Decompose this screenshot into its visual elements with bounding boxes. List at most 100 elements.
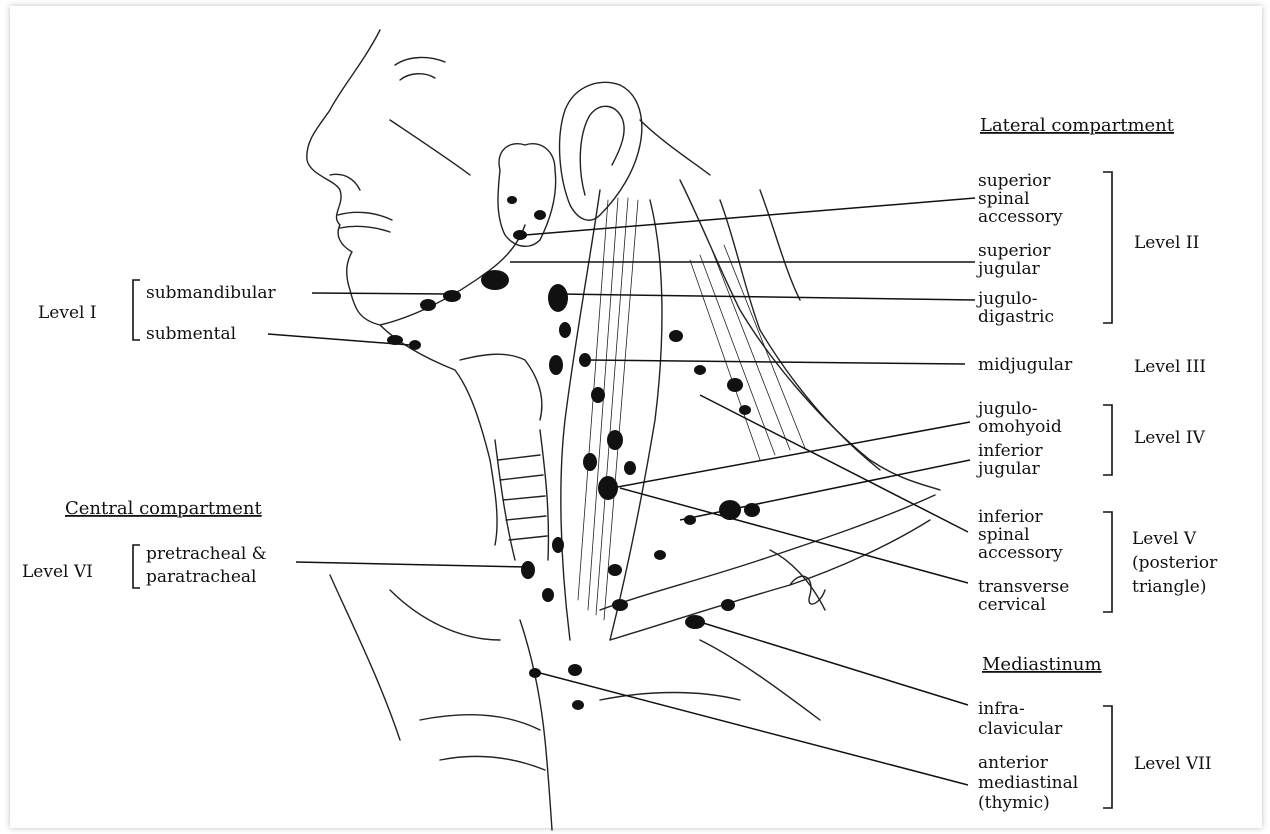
leader-pretracheal	[296, 562, 528, 567]
trapezius-inner	[720, 200, 880, 470]
cheek-line	[390, 120, 470, 175]
lymph-node	[542, 588, 554, 602]
lymph-node	[529, 668, 541, 678]
lymph-node	[443, 290, 461, 302]
bracket-level-i	[133, 280, 140, 340]
trapezius	[680, 180, 940, 490]
artist-signature	[790, 576, 825, 604]
label-anterior-mediastinal-2: mediastinal	[978, 773, 1078, 793]
trachea-rings	[498, 455, 547, 540]
lips	[338, 212, 392, 232]
lymph-node	[513, 230, 527, 240]
clavicle	[600, 495, 935, 610]
larynx	[460, 354, 542, 420]
label-paratracheal: paratracheal	[146, 567, 256, 587]
label-juguloomohyoid-1: jugulo-	[976, 399, 1037, 419]
chest-outline	[330, 575, 400, 740]
scalene-fibers	[690, 245, 805, 460]
label-infraclavicular-1: infra-	[978, 699, 1025, 719]
lymph-node	[521, 561, 535, 579]
label-infraclavicular-2: clavicular	[978, 719, 1063, 739]
label-jugulodigastric-2: digastric	[978, 307, 1054, 327]
label-transverse-cervical-1: transverse	[978, 577, 1069, 597]
level-v-label: Level V	[1132, 529, 1197, 549]
heading-mediastinum: Mediastinum	[982, 654, 1102, 675]
leader-transverse-cervical	[620, 488, 968, 583]
label-submandibular: submandibular	[146, 283, 276, 303]
label-jugulodigastric-1: jugulo-	[976, 289, 1037, 309]
lymph-node	[420, 299, 436, 311]
label-superior-spinal-accessory-2: spinal	[978, 189, 1030, 209]
lymph-node	[572, 700, 584, 710]
bracket-level-vii	[1103, 706, 1112, 808]
body-right	[700, 640, 820, 720]
lymph-node	[654, 550, 666, 560]
neck-illustration	[307, 30, 940, 830]
label-anterior-mediastinal-3: (thymic)	[978, 793, 1050, 813]
label-inferior-jugular-1: inferior	[978, 441, 1044, 461]
level-vii-label: Level VII	[1134, 754, 1212, 774]
leader-anterior-mediastinal	[540, 673, 968, 785]
level-v-label-line3: triangle)	[1132, 577, 1207, 597]
leader-juguloomohyoid	[612, 422, 970, 488]
level-iii-label: Level III	[1134, 357, 1206, 377]
lymph-node	[583, 453, 597, 471]
label-superior-spinal-accessory-3: accessory	[978, 207, 1063, 227]
lymph-node	[559, 322, 571, 338]
label-juguloomohyoid-2: omohyoid	[978, 417, 1062, 437]
lymph-node	[612, 599, 628, 611]
lymph-node	[721, 599, 735, 611]
label-inferior-spinal-accessory-2: spinal	[978, 525, 1030, 545]
bracket-level-iv	[1103, 405, 1112, 475]
label-superior-spinal-accessory-1: superior	[978, 171, 1051, 191]
shoulder	[770, 550, 825, 610]
level-vi-label: Level VI	[22, 562, 93, 582]
ear	[560, 82, 642, 220]
lymph-node	[552, 537, 564, 553]
head-back	[640, 120, 710, 175]
lymph-node	[608, 564, 622, 576]
level-ii-label: Level II	[1134, 233, 1199, 253]
bracket-level-v	[1103, 512, 1112, 612]
heading-lateral-compartment: Lateral compartment	[980, 115, 1175, 136]
level-iv-label: Level IV	[1134, 428, 1206, 448]
lymph-node	[607, 430, 623, 450]
lymph-node	[409, 340, 421, 350]
bracket-level-ii	[1103, 172, 1112, 323]
lymph-node	[568, 664, 582, 676]
label-inferior-jugular-2: jugular	[976, 459, 1041, 479]
lymph-node	[727, 378, 743, 392]
labels: Lateral compartment Central compartment …	[22, 115, 1218, 813]
lymph-node	[481, 270, 509, 290]
leader-superior-spinal-accessory	[525, 198, 975, 235]
lymph-node	[739, 405, 751, 415]
label-submental: submental	[146, 324, 236, 344]
parotid-gland	[498, 144, 556, 247]
chest-left	[390, 590, 500, 640]
label-midjugular: midjugular	[978, 355, 1073, 375]
label-anterior-mediastinal-1: anterior	[978, 753, 1049, 773]
face-profile	[307, 30, 380, 325]
trachea-right	[540, 430, 548, 560]
lymph-node	[507, 196, 517, 204]
eye	[400, 74, 435, 80]
label-superior-jugular-1: superior	[978, 241, 1051, 261]
level-i-label: Level I	[38, 303, 97, 323]
lymph-node	[548, 284, 568, 312]
neck-front	[380, 325, 497, 545]
leader-jugulodigastric	[560, 294, 975, 300]
lymph-node	[624, 461, 636, 475]
lymph-node	[534, 210, 546, 220]
heading-central-compartment: Central compartment	[65, 498, 262, 519]
label-pretracheal: pretracheal &	[146, 544, 267, 564]
label-inferior-spinal-accessory-1: inferior	[978, 507, 1044, 527]
ear-inner	[580, 106, 624, 195]
nostril	[330, 174, 360, 190]
leader-submandibular	[312, 293, 450, 294]
lymph-node	[591, 387, 605, 403]
lymph-nodes	[387, 196, 760, 710]
lymph-node	[669, 330, 683, 342]
eyebrow	[395, 57, 445, 65]
level-v-label-line2: (posterior	[1132, 553, 1218, 573]
